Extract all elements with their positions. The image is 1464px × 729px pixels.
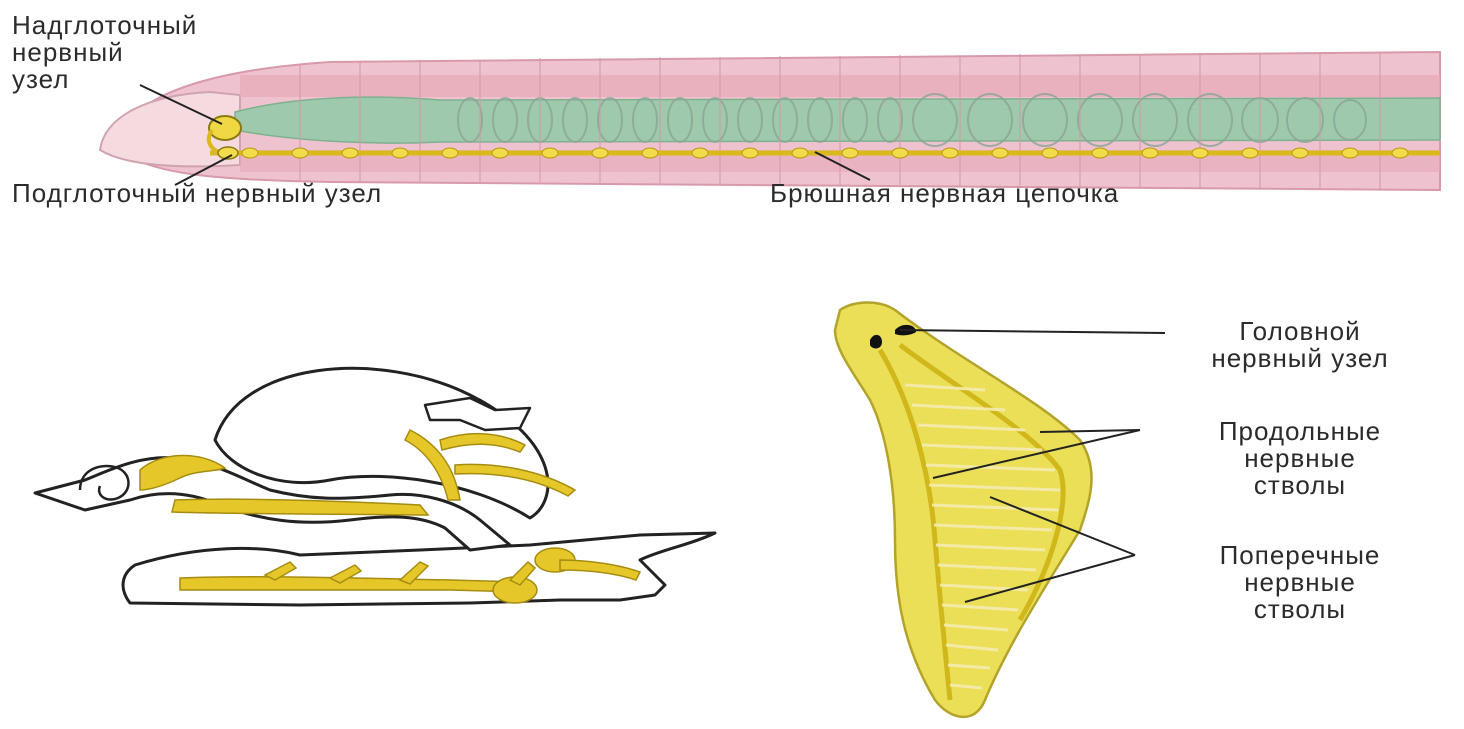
label-transverse-nerve-trunks: Поперечные нервные стволы (1145, 542, 1455, 623)
earthworm-illustration (100, 52, 1440, 190)
leader-line-head-ganglion (900, 330, 1165, 333)
label-supraesophageal-ganglion: Надглоточный нервный узел (12, 12, 197, 93)
label-head-ganglion: Головной нервный узел (1140, 318, 1460, 372)
label-ventral-nerve-cord: Брюшная нервная цепочка (770, 180, 1119, 207)
flatworm-illustration (835, 303, 1165, 717)
label-subesophageal-ganglion: Подглоточный нервный узел (12, 180, 382, 207)
label-longitudinal-nerve-trunks: Продольные нервные стволы (1145, 418, 1455, 499)
